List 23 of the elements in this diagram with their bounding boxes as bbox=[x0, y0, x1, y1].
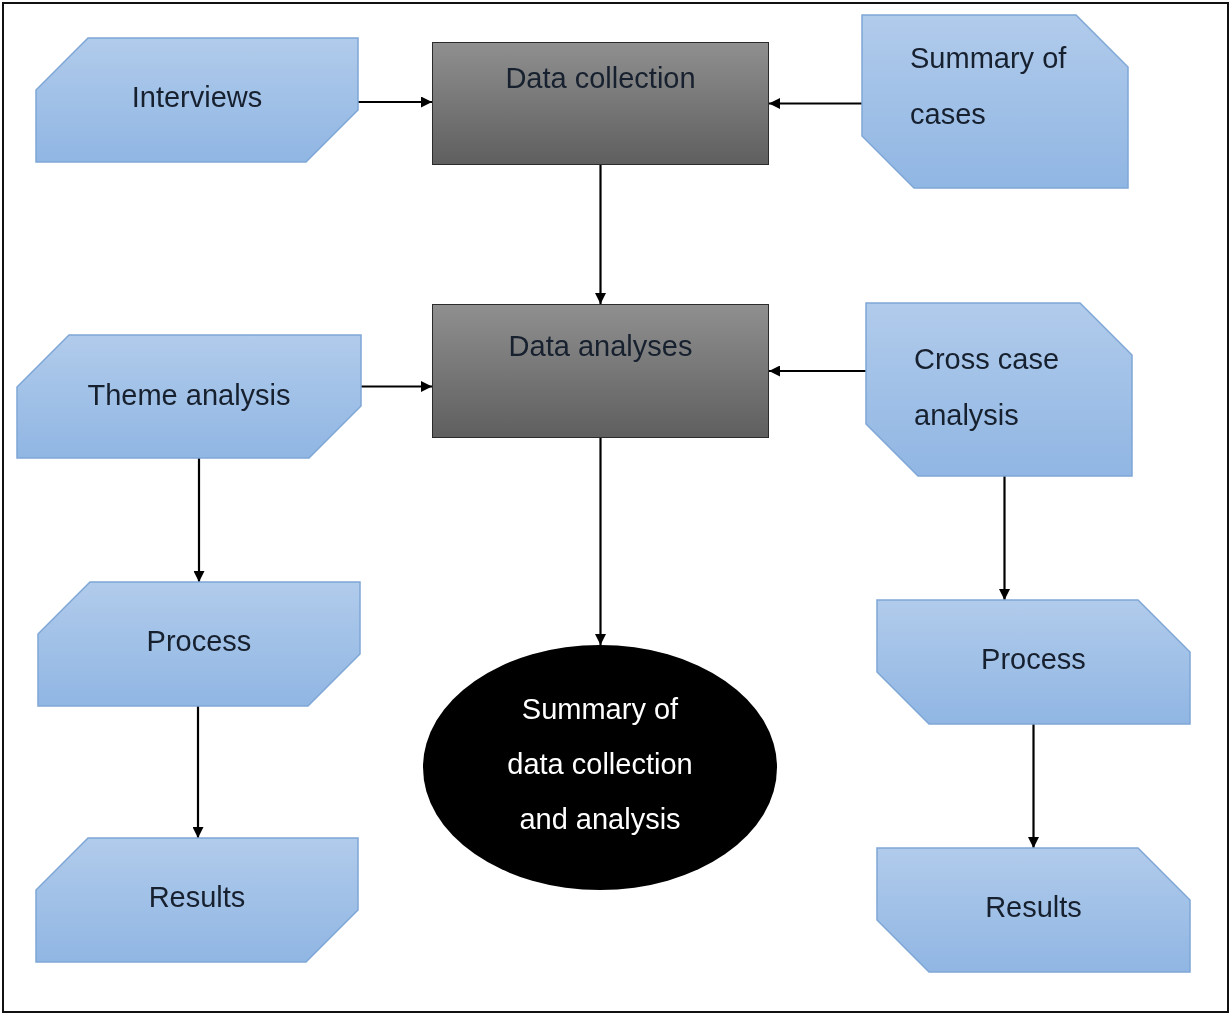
node-label: Summary of cases bbox=[910, 40, 1068, 132]
node-label: Cross case analysis bbox=[914, 341, 1061, 433]
node-label: Results bbox=[148, 880, 246, 914]
node-label: Data analyses bbox=[508, 329, 693, 363]
arrow bbox=[769, 98, 862, 109]
node-label: Summary of data collection and analysis bbox=[506, 692, 694, 837]
node-label: Data collection bbox=[505, 61, 696, 95]
arrow bbox=[192, 706, 204, 838]
arrow bbox=[999, 476, 1010, 600]
arrow bbox=[595, 165, 606, 304]
arrow bbox=[358, 96, 432, 108]
arrow bbox=[361, 381, 432, 392]
arrow bbox=[769, 365, 866, 377]
process-box bbox=[432, 304, 769, 438]
arrow bbox=[595, 438, 606, 645]
node-label: Process bbox=[146, 624, 252, 658]
process-box bbox=[432, 42, 769, 165]
node-label: Theme analysis bbox=[87, 377, 291, 412]
node-label: Process bbox=[981, 642, 1086, 676]
node-label: Interviews bbox=[131, 80, 263, 114]
arrow bbox=[193, 458, 205, 582]
node-label: Results bbox=[985, 890, 1082, 924]
arrow bbox=[1028, 724, 1039, 848]
